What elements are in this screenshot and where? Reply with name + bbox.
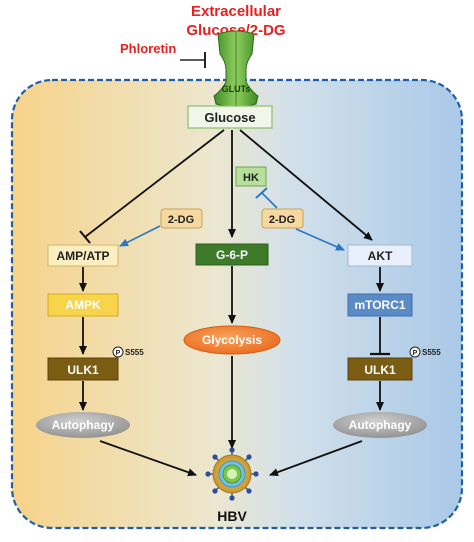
autophagy-left-label: Autophagy [52, 418, 115, 432]
glucose-to-amp-inhibit [79, 129, 225, 244]
glycolysis-label: Glycolysis [202, 333, 262, 347]
hbv-virion-icon [205, 447, 259, 501]
2dg-right-inhibit-hk [255, 187, 278, 209]
hk-label: HK [243, 172, 259, 184]
hbv-label: HBV [217, 508, 247, 524]
ulk1-left-box [47, 357, 119, 381]
glucose-label: Glucose [204, 110, 255, 125]
extracellular-label: Extracellular [191, 3, 281, 20]
g6p-label: G-6-P [216, 248, 248, 262]
ulk1-left-label: ULK1 [67, 363, 99, 377]
phospho-right-icon [409, 346, 421, 358]
2dg-left-label: 2-DG [168, 214, 194, 226]
glucose-box [187, 105, 273, 129]
autophagy-right-label: Autophagy [349, 418, 412, 432]
s555-right-label: S555 [422, 348, 441, 357]
ampk-label: AMPK [65, 298, 101, 312]
ulk1-right-label: ULK1 [364, 363, 396, 377]
phospho-left-label: P [116, 350, 121, 357]
autophagy-right-to-hbv-arrow [269, 440, 363, 476]
2dg-left-to-amp-arrow [119, 225, 161, 247]
mtorc1-box [347, 293, 413, 317]
2dg-right-box [261, 208, 304, 229]
autophagy-right-ellipse [333, 412, 427, 438]
mtorc1-label: mTORC1 [354, 298, 405, 312]
glut-transporter-icon [213, 30, 259, 108]
2dg-right-label: 2-DG [269, 214, 295, 226]
2dg-left-box [160, 208, 203, 229]
autophagy-left-ellipse [36, 412, 130, 438]
glycolysis-ellipse [183, 325, 281, 355]
hk-box [235, 166, 267, 187]
phospho-left-icon [112, 346, 124, 358]
ampk-box [47, 293, 119, 317]
amp-atp-label: AMP/ATP [56, 249, 109, 263]
mtorc1-inhibit-ulk1 [370, 317, 390, 356]
akt-box [347, 244, 413, 267]
phloretin-inhibit-line [180, 52, 206, 68]
amp-atp-box [47, 244, 119, 267]
2dg-right-to-akt-arrow [295, 228, 345, 251]
g6p-box [195, 243, 269, 266]
phloretin-label: Phloretin [120, 41, 176, 56]
glucose-to-akt-arrow [239, 129, 373, 241]
akt-label: AKT [368, 249, 393, 263]
gluts-label: GLUTs [222, 84, 251, 94]
autophagy-left-to-hbv-arrow [99, 440, 197, 477]
s555-left-label: S555 [125, 348, 144, 357]
ulk1-right-box [347, 357, 413, 381]
phospho-right-label: P [413, 350, 418, 357]
